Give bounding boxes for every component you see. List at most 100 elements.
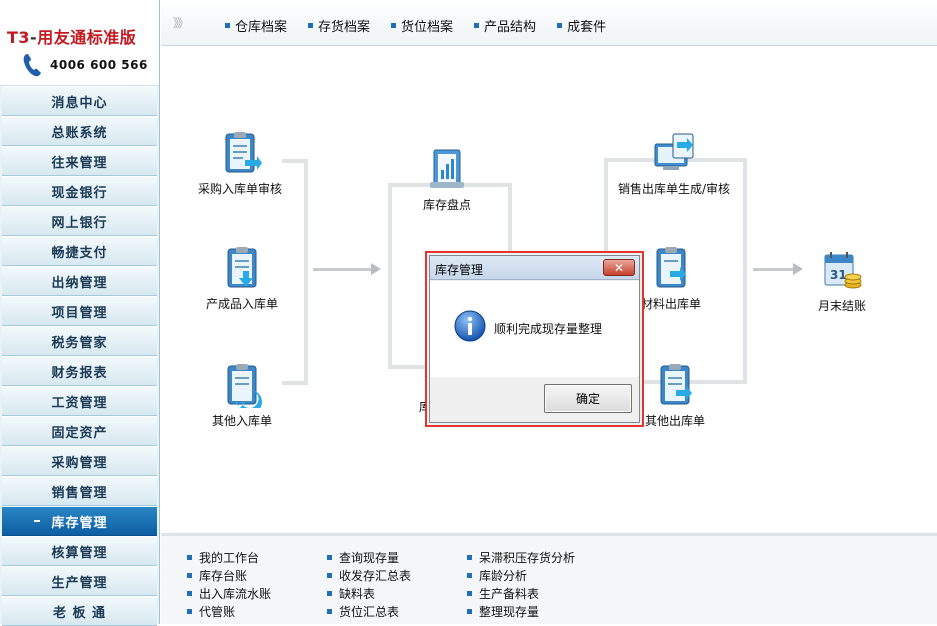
node-other-out[interactable]: 其他出库单 <box>645 362 705 429</box>
clipboard-doc-icon <box>660 364 692 405</box>
brand-name-rest: 用友通标准版 <box>37 28 137 47</box>
node-label: 月末结账 <box>818 299 867 313</box>
dialog-close-button[interactable]: ✕ <box>603 259 635 276</box>
link-rebuild-on-hand[interactable]: 整理现存量 <box>467 603 539 620</box>
svg-text:31: 31 <box>830 268 847 282</box>
link-my-workbench[interactable]: 我的工作台 <box>187 549 259 566</box>
link-label: 整理现存量 <box>479 605 540 619</box>
node-label: 库存盘点 <box>423 198 472 212</box>
sidebar-item-label: 消息中心 <box>51 95 108 111</box>
node-label: 采购入库单审核 <box>198 182 283 196</box>
info-icon <box>454 310 486 342</box>
sidebar-item-label: 销售管理 <box>51 485 108 501</box>
bullet-icon <box>557 23 563 28</box>
sidebar-item-boss[interactable]: 老 板 通 <box>2 596 157 626</box>
node-label: 销售出库单生成/审核 <box>618 182 731 196</box>
link-label: 库龄分析 <box>479 569 528 583</box>
node-sales-out[interactable]: 销售出库单生成/审核 <box>618 130 730 197</box>
sidebar-item-sales[interactable]: 销售管理 <box>2 476 157 506</box>
active-indicator-icon <box>34 520 40 522</box>
dialog-titlebar[interactable]: 库存管理 ✕ <box>430 256 639 280</box>
calendar-coins-icon: 31 <box>824 252 862 289</box>
link-shortage-report[interactable]: 缺料表 <box>327 585 375 602</box>
link-label: 货位汇总表 <box>339 605 400 619</box>
bullet-icon <box>474 23 480 28</box>
link-label: 库存台账 <box>199 569 248 583</box>
sidebar-item-cashier[interactable]: 出纳管理 <box>2 266 157 296</box>
ok-button-label: 确定 <box>575 392 600 406</box>
link-stock-ledger[interactable]: 库存台账 <box>187 567 247 584</box>
bullet-icon <box>327 591 332 596</box>
sidebar-item-costing[interactable]: 核算管理 <box>2 536 157 566</box>
link-production-material[interactable]: 生产备料表 <box>467 585 539 602</box>
bullet-icon <box>391 23 397 28</box>
dialog-message: 顺利完成现存量整理 <box>494 322 603 336</box>
node-other-in[interactable]: 其他入库单 <box>212 362 272 429</box>
node-purchase-in[interactable]: 采购入库单审核 <box>198 130 282 197</box>
sidebar-item-inventory[interactable]: 库存管理 <box>2 506 157 536</box>
node-month-end[interactable]: 31 月末结账 <box>818 247 866 314</box>
ok-button[interactable]: 确定 <box>544 384 632 413</box>
sidebar-item-cash-bank[interactable]: 现金银行 <box>2 176 157 206</box>
brand-phone-row: 4006 600 566 <box>22 52 148 78</box>
dialog-body: 顺利完成现存量整理 <box>430 281 639 377</box>
bullet-icon <box>467 555 472 560</box>
link-movement-summary[interactable]: 收发存汇总表 <box>327 567 411 584</box>
link-consignment-ledger[interactable]: 代管账 <box>187 603 235 620</box>
node-inventory-count[interactable]: 库存盘点 <box>423 146 471 213</box>
tab-warehouse-archive[interactable]: 仓库档案 <box>225 16 287 35</box>
dialog-title: 库存管理 <box>435 263 484 277</box>
tab-kit[interactable]: 成套件 <box>557 16 606 35</box>
document-chart-icon <box>430 149 464 188</box>
link-aging-analysis[interactable]: 库龄分析 <box>467 567 527 584</box>
bullet-icon <box>308 23 314 28</box>
tab-location-archive[interactable]: 货位档案 <box>391 16 453 35</box>
quick-links-panel: 我的工作台 库存台账 出入库流水账 代管账 查询现存量 收发存汇总表 缺料表 货… <box>161 533 937 624</box>
top-tab-bar: 》》 仓库档案 存货档案 货位档案 产品结构 成套件 <box>161 0 937 46</box>
sidebar-item-label: 畅捷支付 <box>51 245 108 261</box>
sidebar-item-fixed-assets[interactable]: 固定资产 <box>2 416 157 446</box>
tab-stock-archive[interactable]: 存货档案 <box>308 16 370 35</box>
node-material-out[interactable]: 材料出库单 <box>641 245 701 312</box>
collapse-chevron-icon[interactable]: 》》 <box>173 16 189 30</box>
left-flow-bracket <box>282 159 308 385</box>
sidebar-item-label: 财务报表 <box>51 365 108 381</box>
sidebar-item-label: 现金银行 <box>51 185 108 201</box>
sidebar-item-purchasing[interactable]: 采购管理 <box>2 446 157 476</box>
link-query-on-hand[interactable]: 查询现存量 <box>327 549 399 566</box>
sidebar-item-label: 项目管理 <box>51 305 108 321</box>
sidebar-item-general-ledger[interactable]: 总账系统 <box>2 116 157 146</box>
sidebar-item-projects[interactable]: 项目管理 <box>2 296 157 326</box>
clipboard-doc-icon <box>225 132 262 173</box>
sidebar-item-label: 核算管理 <box>51 545 108 561</box>
sidebar-item-financial-reports[interactable]: 财务报表 <box>2 356 157 386</box>
bullet-icon <box>187 609 192 614</box>
link-label: 出入库流水账 <box>199 587 272 601</box>
tab-label: 货位档案 <box>401 20 454 35</box>
sidebar-item-payment[interactable]: 畅捷支付 <box>2 236 157 266</box>
link-location-summary[interactable]: 货位汇总表 <box>327 603 399 620</box>
link-slow-moving-analysis[interactable]: 呆滞积压存货分析 <box>467 549 575 566</box>
node-product-in[interactable]: 产成品入库单 <box>206 245 278 312</box>
clipboard-doc-icon <box>227 247 257 288</box>
brand-name: T3-用友通标准版 <box>7 24 136 48</box>
node-label: 其他出库单 <box>645 414 706 428</box>
tab-product-structure[interactable]: 产品结构 <box>474 16 536 35</box>
sidebar-item-label: 工资管理 <box>51 395 108 411</box>
sidebar-item-message-center[interactable]: 消息中心 <box>2 86 157 116</box>
sidebar-item-payroll[interactable]: 工资管理 <box>2 386 157 416</box>
sidebar-item-online-bank[interactable]: 网上银行 <box>2 206 157 236</box>
sidebar-item-label: 往来管理 <box>51 155 108 171</box>
sidebar-item-label: 生产管理 <box>51 575 108 591</box>
clipboard-doc-icon <box>656 247 686 288</box>
link-in-out-journal[interactable]: 出入库流水账 <box>187 585 271 602</box>
sidebar-item-production[interactable]: 生产管理 <box>2 566 157 596</box>
link-label: 呆滞积压存货分析 <box>479 551 576 565</box>
flow-arrow-line <box>313 268 373 271</box>
link-label: 生产备料表 <box>479 587 540 601</box>
sidebar-item-receivables[interactable]: 往来管理 <box>2 146 157 176</box>
brand-name-prefix: T3 <box>7 28 31 47</box>
link-label: 收发存汇总表 <box>339 569 412 583</box>
bullet-icon <box>327 609 332 614</box>
sidebar-item-tax[interactable]: 税务管家 <box>2 326 157 356</box>
